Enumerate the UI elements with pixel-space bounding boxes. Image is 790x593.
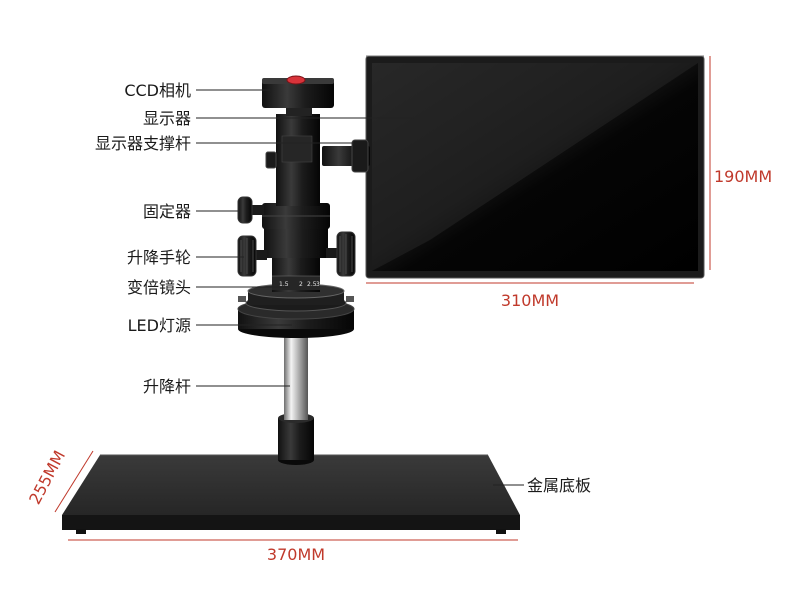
focus-wheel-left [237,235,267,277]
ccd-camera [262,75,334,116]
dim-monitor-width: 310MM [501,291,559,310]
label-fixer: 固定器 [143,202,191,221]
label-zoom-lens: 变倍镜头 [127,278,191,297]
label-focus-wheel: 升降手轮 [127,248,191,267]
dim-monitor-height: 190MM [714,167,772,186]
leader-lines [196,89,524,486]
label-monitor: 显示器 [143,109,191,128]
focus-wheel-right [326,231,356,277]
focus-block [262,203,330,258]
dim-base-depth: 255MM [25,447,69,507]
label-lift-rod: 升降杆 [143,377,191,396]
dim-base-width: 370MM [267,545,325,564]
upper-tube [265,114,320,206]
monitor-arm [322,139,370,173]
label-led-light: LED灯源 [128,316,191,335]
lens-scale-4: 3 [316,281,320,288]
label-ccd-camera: CCD相机 [124,81,191,100]
monitor [365,55,705,279]
led-light [237,283,355,338]
lens-scale-1: 1.5 [279,281,289,288]
dim-line-base-depth [54,450,94,513]
label-monitor-arm: 显示器支撑杆 [95,134,191,153]
dimension-lines [54,56,711,541]
fixer [237,196,264,224]
lens-scale-3: 2.5 [307,281,317,288]
label-metal-base: 金属底板 [527,476,591,495]
zoom-lens: 1.5 2 2.5 3 [272,256,320,292]
lift-rod [278,334,314,465]
lens-scale-2: 2 [299,281,303,288]
metal-base [62,454,520,534]
